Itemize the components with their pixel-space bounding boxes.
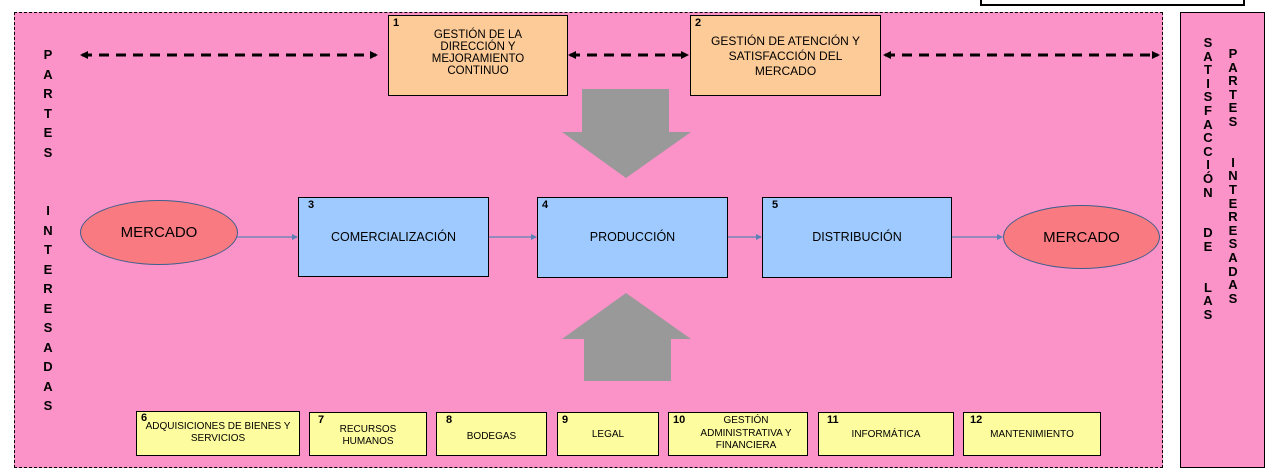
vertical-letter: P <box>43 47 53 62</box>
vertical-letter: A <box>1228 277 1238 293</box>
process-box-9[interactable]: 9 LEGAL <box>557 412 659 456</box>
process-label: ADQUISICIONES DE BIENES Y SERVICIOS <box>145 421 291 444</box>
process-box-10[interactable]: 10 GESTIÓN ADMINISTRATIVA Y FINANCIERA <box>668 412 808 456</box>
vertical-letter: Ó <box>1202 170 1214 186</box>
vertical-letter: I <box>46 203 50 218</box>
process-box-11[interactable]: 11 INFORMÁTICA <box>818 412 954 456</box>
process-box-2[interactable]: 2 GESTIÓN DE ATENCIÓN Y SATISFACCIÓN DEL… <box>690 15 881 96</box>
process-box-5[interactable]: 5 DISTRIBUCIÓN <box>762 197 952 278</box>
process-number: 8 <box>446 414 453 426</box>
process-label: BODEGAS <box>466 431 517 442</box>
process-box-7[interactable]: 7 RECURSOS HUMANOS <box>309 412 427 456</box>
process-label: GESTIÓN DE ATENCIÓN Y SATISFACCIÓN DEL M… <box>711 34 860 78</box>
vertical-letter: T <box>44 105 52 121</box>
process-number: 7 <box>318 414 325 426</box>
vertical-letter: T <box>1229 181 1237 197</box>
process-label: DISTRIBUCIÓN <box>812 230 902 244</box>
vertical-letter: A <box>1203 116 1213 132</box>
vertical-letter: S <box>1228 290 1238 306</box>
top-right-box <box>980 0 1245 6</box>
vertical-letter: N <box>1203 184 1213 200</box>
process-number: 6 <box>141 412 148 424</box>
vertical-letter: A <box>43 378 53 394</box>
vertical-letter: A <box>43 66 53 82</box>
process-box-3[interactable]: 3 COMERCIALIZACIÓN <box>298 197 489 277</box>
vertical-letter: T <box>1204 62 1212 78</box>
process-label: COMERCIALIZACIÓN <box>330 230 456 244</box>
market-input-ellipse[interactable]: MERCADO <box>80 200 238 265</box>
vertical-letter: C <box>1203 143 1213 159</box>
vertical-letter: A <box>1203 48 1213 64</box>
process-box-1[interactable]: 1 GESTIÓN DE LA DIRECCIÓN Y MEJORAMIENTO… <box>388 15 568 96</box>
vertical-letter: E <box>1228 195 1238 211</box>
stakeholder-satisfaction-panel <box>1180 12 1265 468</box>
process-label: PRODUCCIÓN <box>589 230 676 244</box>
strategic-down-arrow <box>562 89 691 178</box>
vertical-letter: C <box>1203 130 1213 146</box>
market-output-label: MERCADO <box>1043 228 1120 246</box>
process-number: 5 <box>772 199 779 211</box>
vertical-letter: I <box>1206 157 1210 173</box>
vertical-letter: S <box>43 320 53 335</box>
vertical-letter: A <box>43 339 53 355</box>
process-box-12[interactable]: 12 MANTENIMIENTO <box>963 412 1101 456</box>
vertical-letter: A <box>1203 293 1213 309</box>
vertical-letter: R <box>1228 73 1238 89</box>
process-box-6[interactable]: 6 ADQUISICIONES DE BIENES Y SERVICIOS <box>136 411 300 456</box>
process-number: 11 <box>827 414 839 426</box>
vertical-letter: A <box>1228 59 1238 75</box>
vertical-letter: N <box>43 222 53 238</box>
vertical-letter: D <box>1228 263 1238 279</box>
process-number: 2 <box>695 17 702 29</box>
vertical-letter: A <box>1228 249 1238 265</box>
vertical-letter: R <box>43 281 53 296</box>
vertical-letter: R <box>1228 209 1238 225</box>
process-label: RECURSOS HUMANOS <box>339 424 397 447</box>
vertical-letter: S <box>1203 89 1213 105</box>
vertical-letter: R <box>43 86 53 101</box>
vertical-letter: T <box>44 242 52 257</box>
process-box-4[interactable]: 4 PRODUCCIÓN <box>537 197 728 278</box>
vertical-letter: S <box>43 144 53 160</box>
vertical-letter: E <box>43 125 53 140</box>
vertical-letter: F <box>1204 102 1212 118</box>
process-number: 9 <box>562 414 569 426</box>
vertical-letter: S <box>1203 306 1213 322</box>
process-label: GESTIÓN ADMINISTRATIVA Y FINANCIERA <box>700 415 792 451</box>
market-input-label: MERCADO <box>120 224 198 241</box>
process-number: 1 <box>393 17 400 29</box>
vertical-letter: E <box>1228 222 1238 238</box>
market-output-ellipse[interactable]: MERCADO <box>1003 205 1160 269</box>
process-label: MANTENIMIENTO <box>990 429 1074 440</box>
process-label: INFORMÁTICA <box>851 429 921 440</box>
process-box-8[interactable]: 8 BODEGAS <box>436 412 547 456</box>
process-number: 3 <box>308 199 315 211</box>
process-number: 10 <box>673 414 686 426</box>
vertical-letter: S <box>1228 113 1238 129</box>
process-label: GESTIÓN DE LA DIRECCIÓN Y MEJORAMIENTO C… <box>431 29 525 77</box>
vertical-letter: D <box>43 359 53 374</box>
vertical-letter: I <box>1231 154 1235 170</box>
process-label: LEGAL <box>591 429 625 440</box>
support-up-arrow <box>562 293 691 381</box>
vertical-letter: T <box>1229 86 1237 102</box>
process-number: 12 <box>970 414 983 426</box>
vertical-letter: S <box>1228 236 1238 252</box>
vertical-letter: I <box>1206 75 1210 91</box>
vertical-letter: S <box>43 398 53 413</box>
vertical-letter: E <box>43 300 53 316</box>
vertical-letter: D <box>1203 225 1213 241</box>
vertical-letter: L <box>1204 279 1212 295</box>
vertical-letter: E <box>43 261 53 277</box>
vertical-letter: E <box>1228 100 1238 116</box>
process-number: 4 <box>542 199 549 211</box>
vertical-letter: N <box>1228 168 1238 184</box>
vertical-letter: P <box>1228 46 1238 61</box>
vertical-letter: E <box>1203 238 1213 254</box>
vertical-letter: S <box>1203 35 1213 50</box>
